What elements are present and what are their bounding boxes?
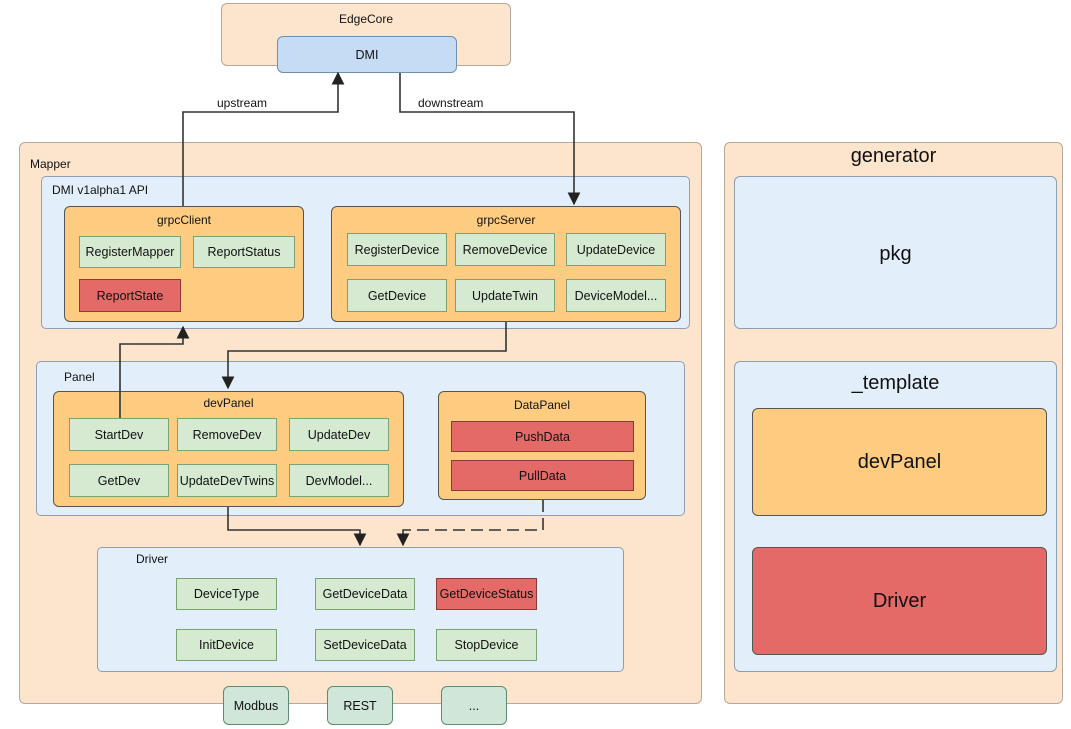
update-dev: UpdateDev: [289, 418, 389, 451]
stop-device: StopDevice: [436, 629, 537, 661]
dmi-box: DMI: [277, 36, 457, 73]
template-title: _template: [851, 372, 940, 394]
report-state: ReportState: [79, 279, 181, 312]
grpcserver-to-devpanel-arrow: [221, 322, 507, 390]
gen-dev-panel-title: devPanel: [857, 451, 942, 473]
datapanel-to-driver-arrow: [396, 500, 544, 547]
pkg-box: pkg: [734, 176, 1057, 329]
dev-panel-title: devPanel: [203, 396, 254, 410]
report-status: ReportStatus: [193, 236, 295, 268]
protocol-modbus: Modbus: [223, 686, 289, 725]
downstream-arrow: [399, 73, 581, 206]
set-device-data: SetDeviceData: [315, 629, 415, 661]
update-dev-twins: UpdateDevTwins: [177, 464, 277, 497]
update-twin: UpdateTwin: [455, 279, 555, 312]
driver-title: Driver: [136, 552, 168, 566]
update-device: UpdateDevice: [566, 233, 666, 266]
get-device-data: GetDeviceData: [315, 578, 415, 610]
init-device: InitDevice: [176, 629, 277, 661]
register-mapper: RegisterMapper: [79, 236, 181, 268]
register-device: RegisterDevice: [347, 233, 447, 266]
panel-title: Panel: [64, 370, 95, 384]
dmi-api-title: DMI v1alpha1 API: [52, 183, 149, 197]
gen-driver-title: Driver: [872, 590, 927, 612]
device-model: DeviceModel...: [566, 279, 666, 312]
get-device: GetDevice: [347, 279, 447, 312]
get-device-status: GetDeviceStatus: [436, 578, 537, 610]
generator-title: generator: [850, 145, 937, 167]
dev-model: DevModel...: [289, 464, 389, 497]
get-dev: GetDev: [69, 464, 169, 497]
startdev-to-grpcclient-arrow: [119, 325, 190, 418]
grpc-server-title: grpcServer: [476, 213, 536, 227]
gen-driver-box: Driver: [752, 547, 1047, 655]
gen-dev-panel-box: devPanel: [752, 408, 1047, 516]
downstream-label: downstream: [418, 96, 484, 110]
pkg-title: pkg: [879, 243, 912, 265]
upstream-label: upstream: [217, 96, 268, 110]
devpanel-to-driver-arrow: [227, 507, 367, 547]
mapper-title: Mapper: [30, 157, 71, 171]
start-dev: StartDev: [69, 418, 169, 451]
device-type: DeviceType: [176, 578, 277, 610]
edgecore-title: EdgeCore: [338, 12, 394, 26]
grpc-client-title: grpcClient: [156, 213, 212, 227]
remove-device: RemoveDevice: [455, 233, 555, 266]
data-panel-title: DataPanel: [513, 398, 571, 412]
remove-dev: RemoveDev: [177, 418, 277, 451]
pull-data: PullData: [451, 460, 634, 491]
push-data: PushData: [451, 421, 634, 452]
protocol-more: ...: [441, 686, 507, 725]
protocol-rest: REST: [327, 686, 393, 725]
edgecore-box: EdgeCore DMI: [221, 3, 511, 73]
upstream-arrow: [182, 71, 345, 206]
